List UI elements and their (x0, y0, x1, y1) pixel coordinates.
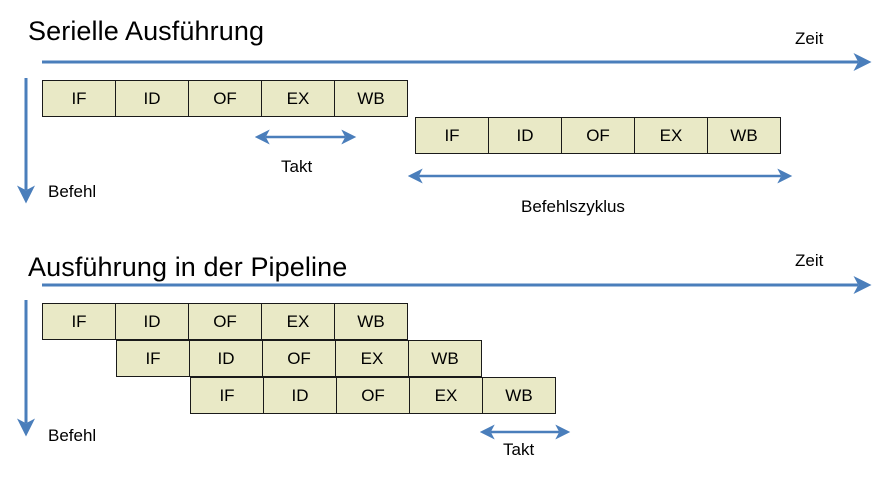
section-title-pipeline: Ausführung in der Pipeline (28, 252, 348, 282)
stage-box: IF (42, 303, 116, 340)
stage-box: OF (262, 340, 336, 377)
clock-label-pipeline: Takt (503, 440, 535, 459)
time-axis-label-serial: Zeit (795, 29, 824, 48)
stage-box: WB (408, 340, 482, 377)
stage-box: ID (263, 377, 337, 414)
instruction-row: IF ID OF EX WB (415, 117, 781, 154)
instruction-axis-label-pipeline: Befehl (48, 426, 97, 445)
stage-box: EX (634, 117, 708, 154)
stage-box: EX (335, 340, 409, 377)
instruction-row: IF ID OF EX WB (42, 303, 408, 340)
stage-box: EX (261, 303, 335, 340)
stage-box: ID (189, 340, 263, 377)
time-axis-label-pipeline: Zeit (795, 251, 824, 270)
stage-box: ID (115, 80, 189, 117)
stage-box: OF (336, 377, 410, 414)
instruction-axis-label-serial: Befehl (48, 182, 97, 201)
stage-box: WB (334, 303, 408, 340)
stage-box: ID (488, 117, 562, 154)
stage-box: IF (42, 80, 116, 117)
section-title-serial: Serielle Ausführung (28, 16, 265, 46)
instruction-cycle-label-serial: Befehlszyklus (521, 197, 625, 216)
stage-box: WB (482, 377, 556, 414)
clock-label-serial: Takt (281, 157, 313, 176)
stage-box: EX (261, 80, 335, 117)
stage-box: IF (415, 117, 489, 154)
stage-box: IF (190, 377, 264, 414)
stage-box: OF (188, 303, 262, 340)
stage-box: ID (115, 303, 189, 340)
stage-box: IF (116, 340, 190, 377)
instruction-row: IF ID OF EX WB (190, 377, 556, 414)
stage-box: OF (188, 80, 262, 117)
instruction-row: IF ID OF EX WB (116, 340, 482, 377)
instruction-row: IF ID OF EX WB (42, 80, 408, 117)
stage-box: OF (561, 117, 635, 154)
stage-box: WB (707, 117, 781, 154)
stage-box: EX (409, 377, 483, 414)
stage-box: WB (334, 80, 408, 117)
